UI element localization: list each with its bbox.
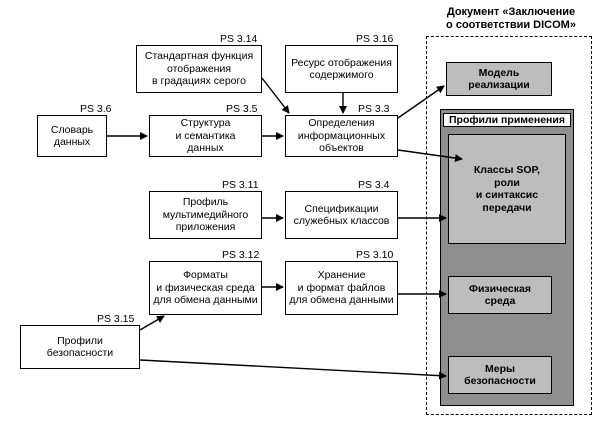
- application-profiles-title: Профили применения: [443, 113, 571, 127]
- content-mapping-resource-box: Ресурс отображения содержимого: [285, 45, 398, 93]
- conformance-statement-frame: [426, 36, 592, 415]
- arrow-ps33-sop: [397, 149, 463, 162]
- arrow-ps33-model: [397, 85, 445, 119]
- ps35-label: PS 3.5: [226, 103, 258, 115]
- ps311-label: PS 3.11: [222, 179, 259, 191]
- media-storage-box: Хранение и формат файлов для обмена данн…: [285, 261, 398, 315]
- ps33-label: PS 3.3: [358, 103, 390, 115]
- security-profiles-box: Профили безопасности: [20, 325, 140, 369]
- arrow-ps314-ps33: [261, 77, 290, 114]
- ps312-label: PS 3.12: [222, 249, 260, 261]
- ps34-label: PS 3.4: [358, 179, 390, 191]
- data-dictionary-box: Словарь данных: [37, 115, 107, 157]
- sop-classes-box: Классы SOP, роли и синтаксис передачи: [448, 134, 566, 244]
- security-measures-box: Меры безопасности: [448, 356, 552, 394]
- media-application-profile-box: Профиль мультимедийного приложения: [149, 191, 262, 239]
- physical-media-box: Физическая среда: [448, 276, 552, 314]
- implementation-model-box: Модель реализации: [446, 62, 552, 96]
- grayscale-display-function-box: Стандартная функция отображения в градац…: [136, 45, 262, 93]
- information-object-definitions-box: Определения информационных объектов: [285, 115, 398, 157]
- ps314-label: PS 3.14: [220, 33, 258, 45]
- media-formats-box: Форматы и физическая среда для обмена да…: [149, 261, 262, 315]
- data-structure-box: Структура и семантика данных: [149, 115, 262, 157]
- ps315-label: PS 3.15: [97, 313, 135, 325]
- conformance-statement-title: Документ «Заключение о соответствии DICO…: [446, 6, 576, 31]
- arrow-ps315-security: [139, 359, 447, 380]
- service-class-specifications-box: Спецификации служебных классов: [285, 191, 398, 239]
- ps316-label: PS 3.16: [356, 33, 394, 45]
- ps310-label: PS 3.10: [356, 249, 394, 261]
- arrow-ps315-ps312: [139, 315, 165, 331]
- ps36-label: PS 3.6: [80, 103, 112, 115]
